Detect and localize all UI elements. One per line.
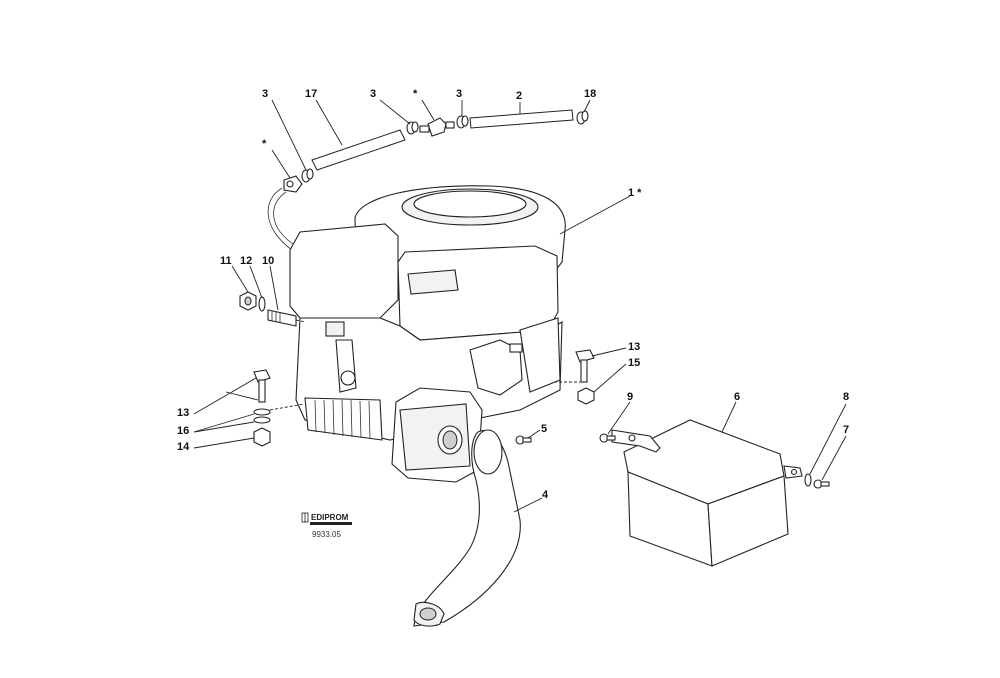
screw-7 (813, 479, 830, 489)
engine-assembly (289, 185, 566, 483)
callout-3b: 3 (370, 88, 376, 100)
diagram-reference: 9933.05 (312, 530, 341, 539)
screw-9 (599, 433, 616, 443)
callout-3c: 3 (456, 88, 462, 100)
hose-clamp-3a (301, 168, 314, 183)
hose-2 (469, 109, 574, 129)
fuel-fitting-top (419, 117, 455, 137)
bolt-13-right (575, 349, 595, 383)
callout-5: 5 (541, 423, 547, 435)
hose-clamp-3c (456, 115, 469, 129)
callout-7: 7 (843, 424, 849, 436)
callout-11: 11 (220, 255, 232, 267)
hose-clamp-18 (576, 110, 589, 125)
fuel-fitting-left (283, 175, 303, 193)
callout-10: 10 (262, 255, 274, 267)
callout-13-left: 13 (177, 407, 189, 419)
callout-1: 1 * (628, 187, 642, 199)
callout-12: 12 (240, 255, 252, 267)
callout-14: 14 (177, 441, 190, 453)
callout-3a: 3 (262, 88, 268, 100)
callout-star-left: * (262, 138, 267, 150)
callout-17: 17 (305, 88, 317, 100)
leader-lines (193, 99, 847, 513)
nut-14 (253, 427, 271, 447)
hose-clamp-3b (406, 121, 419, 135)
exhaust-pipe-4 (413, 429, 521, 627)
fuel-line-loop (267, 187, 297, 251)
callout-15: 15 (628, 357, 640, 369)
callout-8: 8 (843, 391, 849, 403)
nut-11 (239, 291, 257, 311)
callout-6: 6 (734, 391, 740, 403)
bolt-13-left (253, 369, 271, 403)
nut-15 (577, 387, 595, 405)
ediprom-logo: EDIPROM 9933.05 (301, 512, 352, 539)
callout-13-right: 13 (628, 341, 640, 353)
screw-5 (515, 435, 532, 445)
washer-16-left (253, 408, 271, 424)
muffler-guard-6 (611, 419, 803, 567)
callout-4: 4 (542, 489, 549, 501)
washer-8 (804, 473, 812, 487)
logo-name: EDIPROM (311, 513, 349, 522)
callout-18: 18 (584, 88, 596, 100)
callout-star-top: * (413, 88, 418, 100)
stud-10 (267, 309, 297, 327)
callout-2: 2 (516, 90, 522, 102)
hose-17 (311, 129, 406, 171)
callout-16: 16 (177, 425, 189, 437)
callout-9: 9 (627, 391, 633, 403)
assembly-lines (225, 319, 580, 411)
callouts: 3 17 3 * 3 2 18 * 1 * 11 12 10 13 15 13 … (177, 88, 849, 501)
washer-12 (258, 296, 266, 312)
